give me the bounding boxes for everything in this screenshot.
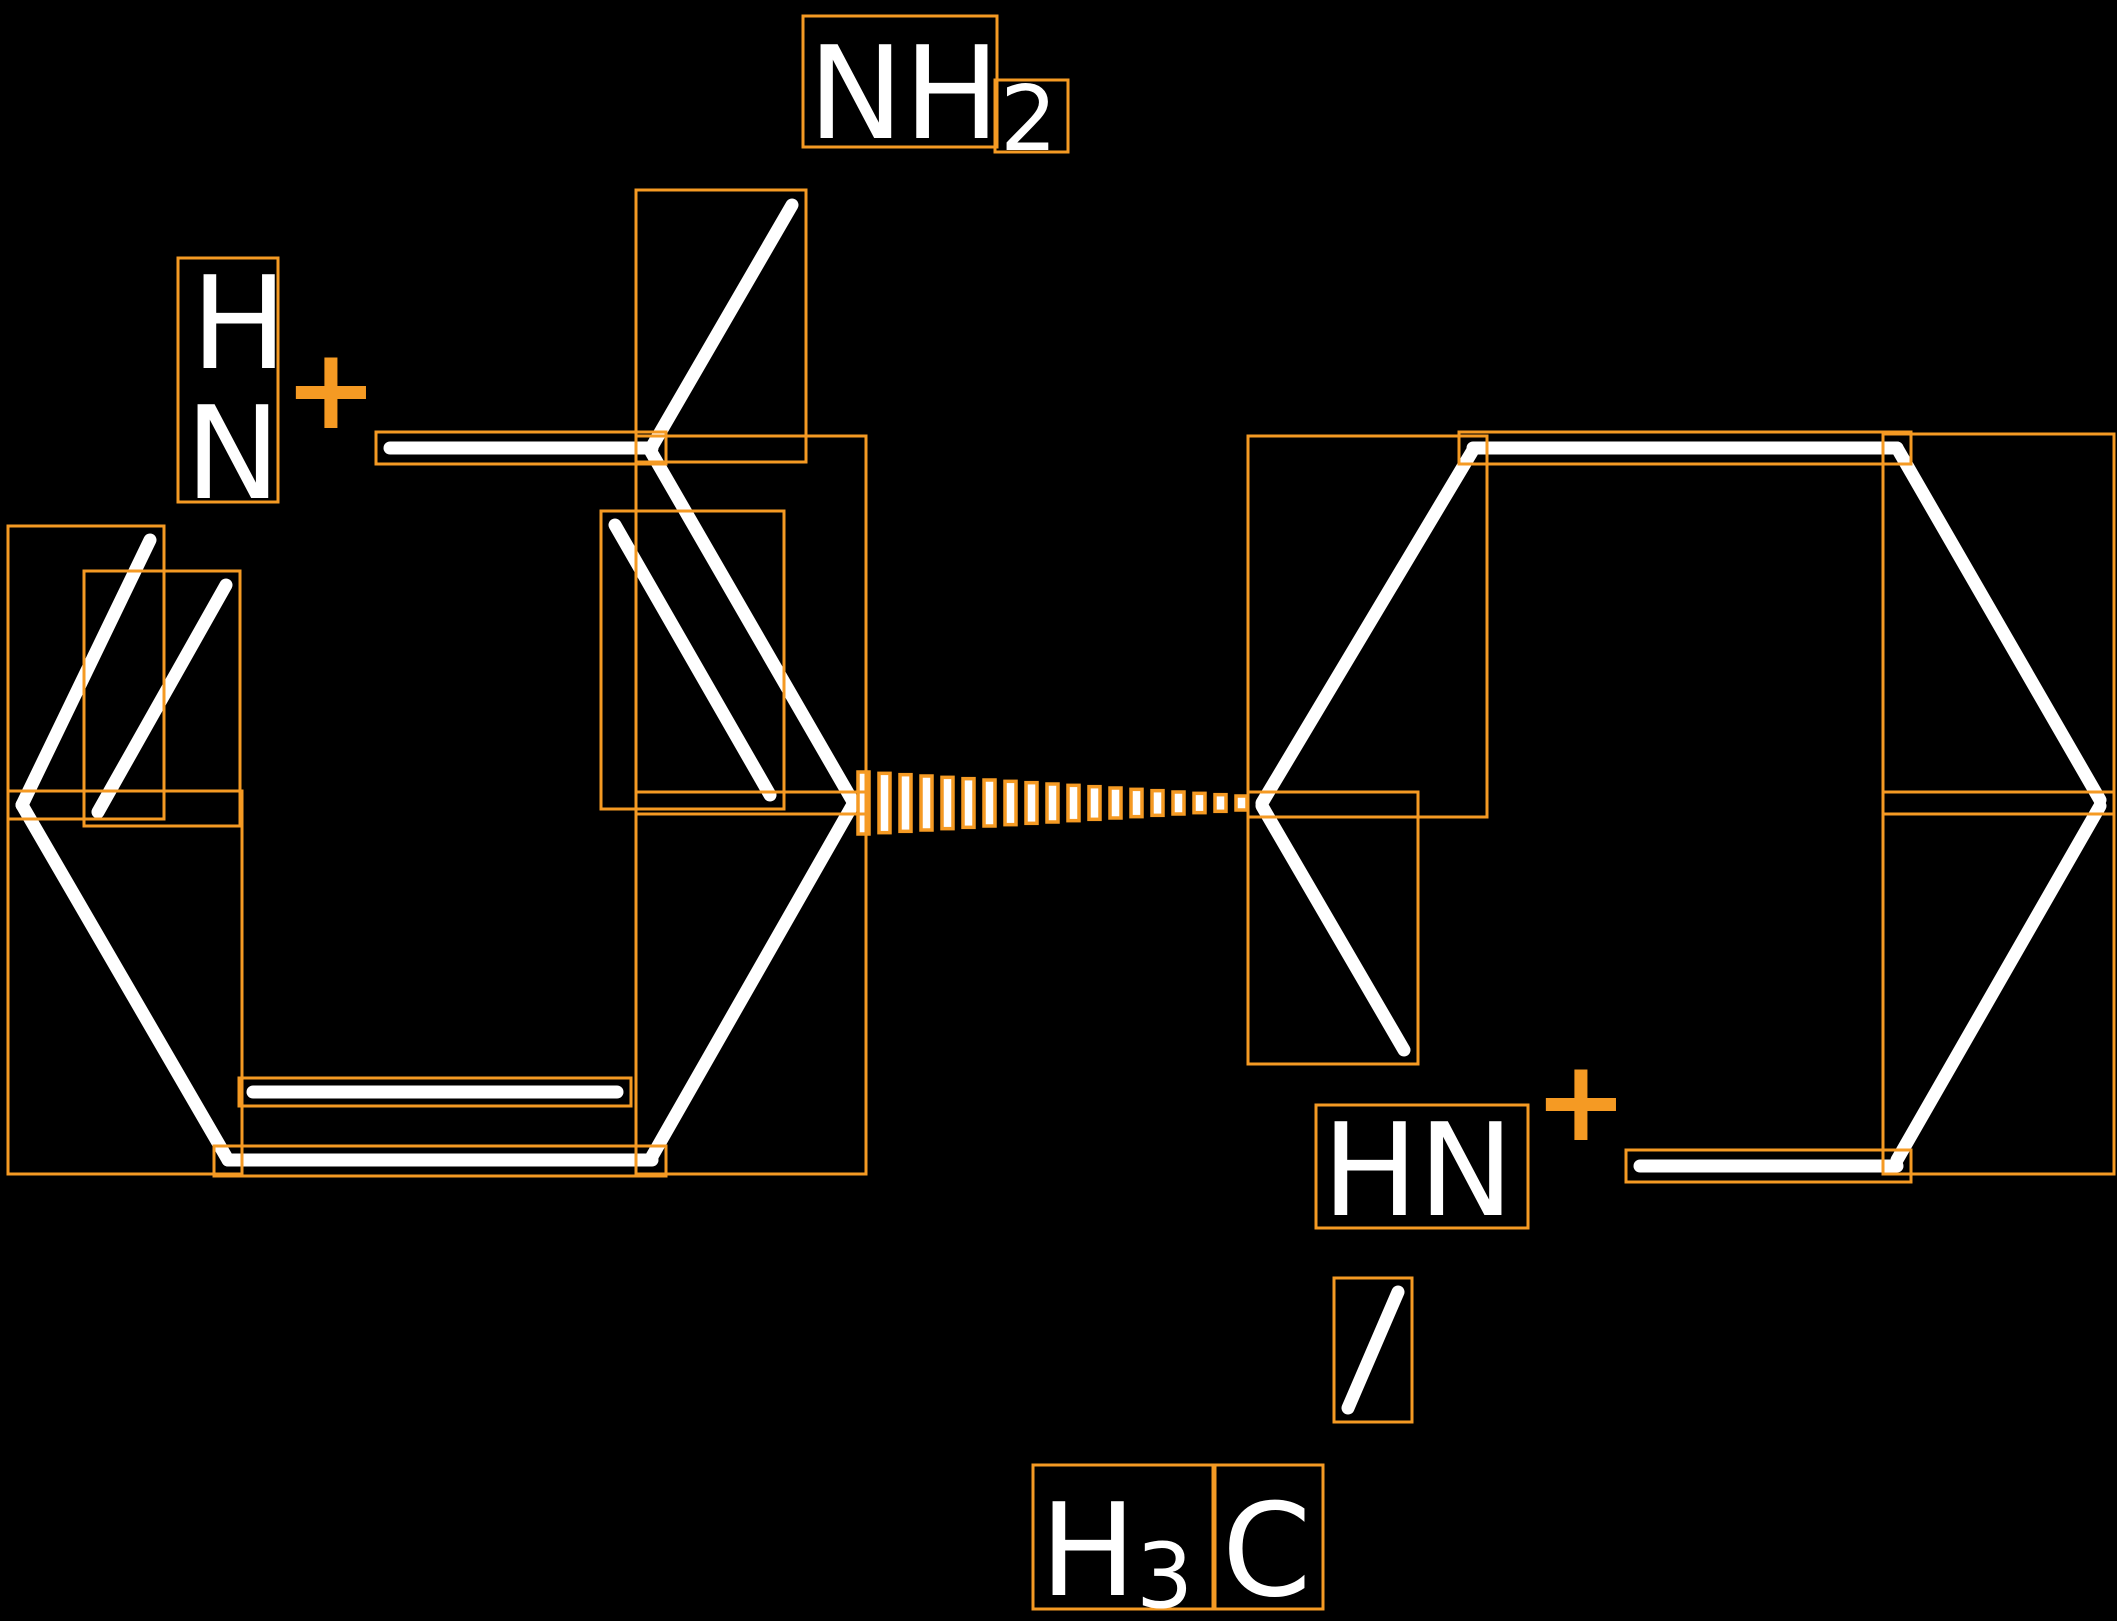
bonds xyxy=(15,198,2107,1415)
bond-nplus-methyl xyxy=(1341,1285,1405,1415)
hash-bond-bar xyxy=(1087,784,1102,822)
bbox-bond-nplus-c1 xyxy=(374,430,668,466)
bond-a-b xyxy=(1255,443,1480,810)
charge-plus-left: + xyxy=(284,325,378,455)
hash-bond-bar xyxy=(898,772,913,834)
atom-label-left-h: H xyxy=(191,250,287,399)
hash-bond-bar xyxy=(1066,783,1081,823)
annotation-boxes xyxy=(6,14,2116,1611)
bbox-bond-nh2-c1 xyxy=(634,188,808,464)
bbox-bond-c1-c2-inner xyxy=(599,509,786,811)
hash-bond-bar xyxy=(1003,779,1018,827)
bbox-label-sub2 xyxy=(993,78,1070,154)
atom-label-nh2-sub: 2 xyxy=(1000,67,1057,172)
bbox-bond-b-c xyxy=(1457,430,1913,466)
bbox-bond-c2-c3 xyxy=(634,790,868,1176)
hash-bond-bar xyxy=(919,774,934,832)
bbox-bond-c3-c4-inner xyxy=(237,1076,633,1108)
hash-bond-bar xyxy=(961,776,976,830)
bond-c1-c2-inner xyxy=(608,518,777,802)
bbox-label-hn-left xyxy=(176,256,280,504)
bond-c-d xyxy=(1890,441,2107,807)
atom-label-nh2: NH xyxy=(808,20,1000,169)
hash-bond-bar xyxy=(1129,787,1144,819)
atom-label-methyl-c: C xyxy=(1222,1477,1311,1621)
bbox-bond-c4-c5 xyxy=(6,789,244,1176)
hash-bond-bar xyxy=(877,771,892,835)
hash-bond-bar xyxy=(1150,788,1165,818)
hash-bond-bar xyxy=(1192,791,1207,815)
hash-bond-bar xyxy=(856,770,871,836)
bbox-bond-c1-c2 xyxy=(634,434,868,816)
hash-bond-bar xyxy=(1024,780,1039,826)
hash-bond-bar xyxy=(1213,792,1228,814)
bbox-bond-c5-nplus-inner xyxy=(82,569,242,828)
bond-d-e xyxy=(1890,799,2107,1167)
bbox-bond-nplus-methyl xyxy=(1332,1276,1414,1424)
bond-c4-c5 xyxy=(15,798,235,1167)
hash-bond-bar xyxy=(940,775,955,831)
hash-bond-bar xyxy=(982,778,997,828)
bond-c5-nplus-inner xyxy=(91,578,233,819)
bond-a-nplus xyxy=(1255,799,1411,1057)
bbox-bond-d-e xyxy=(1881,790,2116,1176)
bbox-label-h3 xyxy=(1031,1463,1217,1611)
atom-labels: NH 2 H N + HN + H 3 C xyxy=(185,20,1628,1621)
hash-bond-bar xyxy=(1234,794,1249,812)
bbox-bond-e-nplus xyxy=(1624,1148,1913,1184)
bbox-bond-a-nplus xyxy=(1246,790,1420,1066)
hash-bond-bar xyxy=(1045,782,1060,824)
hash-bond-bar xyxy=(1171,790,1186,816)
bond-nh2-c1 xyxy=(643,198,799,457)
atom-label-methyl-sub: 3 xyxy=(1136,1524,1193,1621)
atom-label-methyl-h: H xyxy=(1040,1477,1136,1621)
charge-plus-right: + xyxy=(1534,1037,1628,1167)
bbox-label-hn-right xyxy=(1314,1103,1530,1230)
bbox-label-c xyxy=(1211,1463,1325,1611)
bbox-bond-c3-c4 xyxy=(212,1144,668,1178)
hash-bond-bar xyxy=(1108,786,1123,820)
atom-label-left-n: N xyxy=(185,380,281,529)
bond-c1-c2-outer xyxy=(643,443,859,807)
hash-bond xyxy=(856,770,1249,836)
bbox-bond-a-b xyxy=(1246,434,1489,819)
atom-label-right-hn: HN xyxy=(1322,1097,1514,1246)
bbox-bond-c5-nplus xyxy=(6,524,166,821)
bbox-bond-c-d xyxy=(1881,432,2116,816)
bond-c5-nplus-outer xyxy=(15,533,157,812)
bond-c2-c3 xyxy=(643,799,859,1167)
